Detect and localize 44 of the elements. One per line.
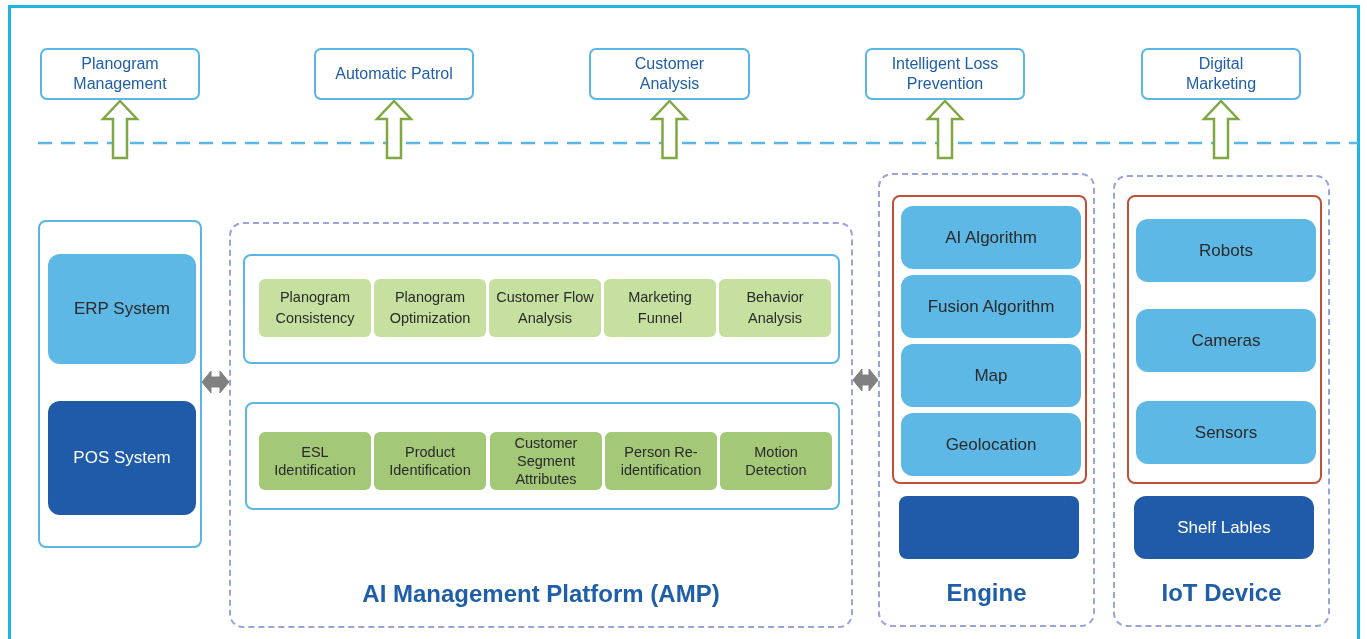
- hollow-arrow: [374, 99, 414, 160]
- dashed-group: [878, 173, 1095, 627]
- module-group: [892, 195, 1087, 484]
- identification-box: Product Identification: [374, 432, 486, 490]
- panel-box: [38, 220, 202, 548]
- system-box: Shelf Lables: [1134, 496, 1314, 559]
- group-title: IoT Device: [1161, 579, 1282, 607]
- analysis-box: Behavior Analysis: [719, 279, 831, 337]
- module-box: Map: [901, 344, 1081, 407]
- module-box: Fusion Algorithm: [901, 275, 1081, 338]
- identification-box: Motion Detection: [720, 432, 832, 490]
- panel-box: [243, 254, 840, 364]
- identification-box: Person Re-identification: [605, 432, 717, 490]
- hollow-arrow: [649, 99, 690, 160]
- group-title: Engine: [946, 579, 1027, 607]
- analysis-box: Customer Flow Analysis: [489, 279, 601, 337]
- module-box: Cameras: [1136, 309, 1316, 372]
- module-box: AI Algorithm: [901, 206, 1081, 269]
- application-box: Intelligent Loss Prevention: [865, 48, 1025, 100]
- module-box: Robots: [1136, 219, 1316, 282]
- double-arrow: [201, 370, 230, 394]
- module-box: ERP System: [48, 254, 196, 364]
- hollow-arrow: [925, 99, 965, 160]
- double-arrow: [852, 368, 879, 392]
- dashed-group: [1113, 175, 1330, 627]
- application-box: Customer Analysis: [589, 48, 750, 100]
- panel-box: [245, 402, 840, 510]
- application-box: Digital Marketing: [1141, 48, 1301, 100]
- group-title: AI Management Platform (AMP): [362, 580, 720, 608]
- identification-box: ESL Identification: [259, 432, 371, 490]
- module-box: Geolocation: [901, 413, 1081, 476]
- analysis-box: Planogram Optimization: [374, 279, 486, 337]
- dashed-group: [229, 222, 853, 628]
- analysis-box: Planogram Consistency: [259, 279, 371, 337]
- analysis-box: Marketing Funnel: [604, 279, 716, 337]
- identification-box: Customer Segment Attributes: [490, 432, 602, 490]
- hollow-arrow: [100, 99, 140, 160]
- application-box: Automatic Patrol: [314, 48, 474, 100]
- hollow-arrow: [1201, 99, 1241, 160]
- module-box: Sensors: [1136, 401, 1316, 464]
- module-group: [1127, 195, 1322, 484]
- system-box: POS System: [48, 401, 196, 515]
- system-box: [899, 496, 1079, 559]
- application-box: Planogram Management: [40, 48, 200, 100]
